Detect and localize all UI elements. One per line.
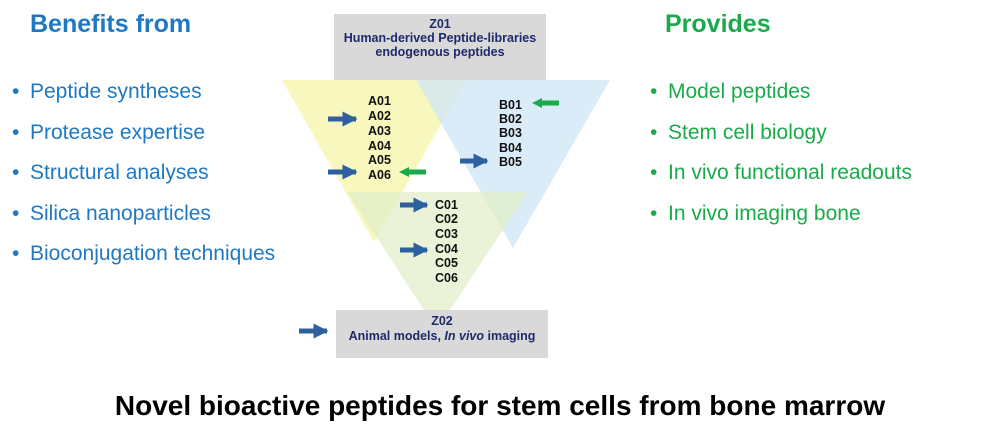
bullet-icon: •: [12, 161, 20, 184]
list-item: • In vivo functional readouts: [650, 161, 912, 202]
label-c03: C03: [435, 227, 458, 241]
bullet-icon: •: [12, 201, 20, 225]
arrow-left-icon: [532, 98, 559, 108]
provides-stem-cell-biology: Stem cell biology: [668, 120, 827, 144]
bullet-icon: •: [650, 120, 658, 144]
arrow-left-icon: [399, 167, 426, 177]
provides-heading: Provides: [665, 10, 771, 38]
list-item: • Model peptides: [650, 80, 912, 121]
label-b03: B03: [499, 126, 522, 140]
z02-line1: Animal models, In vivo imaging: [349, 329, 536, 343]
list-item: • Structural analyses: [12, 161, 275, 202]
label-b01: B01: [499, 98, 522, 112]
bullet-icon: •: [12, 80, 20, 103]
z02-line1-suffix: imaging: [484, 329, 535, 343]
z01-box: [334, 14, 546, 80]
list-item: • Bioconjugation techniques: [12, 242, 275, 283]
provides-list: • Model peptides • Stem cell biology • In v…: [650, 80, 912, 242]
list-item: • Silica nanoparticles: [12, 202, 275, 243]
label-a02: A02: [368, 109, 391, 123]
provides-model-peptides: Model peptides: [668, 80, 811, 103]
label-b02: B02: [499, 112, 522, 126]
z01-code: Z01: [429, 17, 451, 31]
benefit-peptide-syntheses: Peptide syntheses: [30, 80, 202, 103]
label-b04: B04: [499, 141, 522, 155]
label-a03: A03: [368, 124, 391, 138]
benefit-protease-expertise: Protease expertise: [30, 120, 206, 144]
z02-box: [336, 310, 548, 358]
label-a01: A01: [368, 94, 391, 108]
z02-line1-italic: In vivo: [444, 329, 484, 343]
z01-line2: endogenous peptides: [375, 45, 504, 59]
footer-title: Novel bioactive peptides for stem cells …: [114, 390, 886, 421]
list-item: • Peptide syntheses: [12, 80, 275, 121]
bullet-icon: •: [650, 161, 658, 184]
label-a04: A04: [368, 139, 391, 153]
z02-code: Z02: [431, 314, 453, 328]
bullet-icon: •: [12, 242, 20, 265]
label-c02: C02: [435, 212, 458, 226]
list-item: • Stem cell biology: [650, 121, 912, 162]
bullet-icon: •: [650, 80, 658, 103]
triangle-c: [347, 192, 528, 330]
benefit-silica-nanoparticles: Silica nanoparticles: [30, 201, 211, 225]
label-c06: C06: [435, 271, 458, 285]
label-c05: C05: [435, 256, 458, 270]
bullet-icon: •: [650, 201, 658, 225]
benefit-structural-analyses: Structural analyses: [30, 161, 209, 184]
label-b05: B05: [499, 155, 522, 169]
label-a05: A05: [368, 153, 391, 167]
benefit-bioconjugation: Bioconjugation techniques: [30, 242, 276, 265]
label-a06: A06: [368, 168, 391, 182]
label-c04: C04: [435, 242, 458, 256]
triangle-b: [416, 80, 610, 248]
provides-in-vivo-imaging: In vivo imaging bone: [668, 201, 861, 225]
benefits-heading: Benefits from: [30, 10, 192, 38]
bullet-icon: •: [12, 120, 20, 144]
list-item: • In vivo imaging bone: [650, 202, 912, 243]
z01-line1: Human-derived Peptide-libraries: [344, 31, 536, 45]
list-item: • Protease expertise: [12, 121, 275, 162]
provides-in-vivo-readouts: In vivo functional readouts: [668, 161, 912, 184]
z02-line1-prefix: Animal models,: [349, 329, 445, 343]
label-c01: C01: [435, 198, 458, 212]
benefits-list: • Peptide syntheses • Protease expertise •…: [12, 80, 275, 283]
